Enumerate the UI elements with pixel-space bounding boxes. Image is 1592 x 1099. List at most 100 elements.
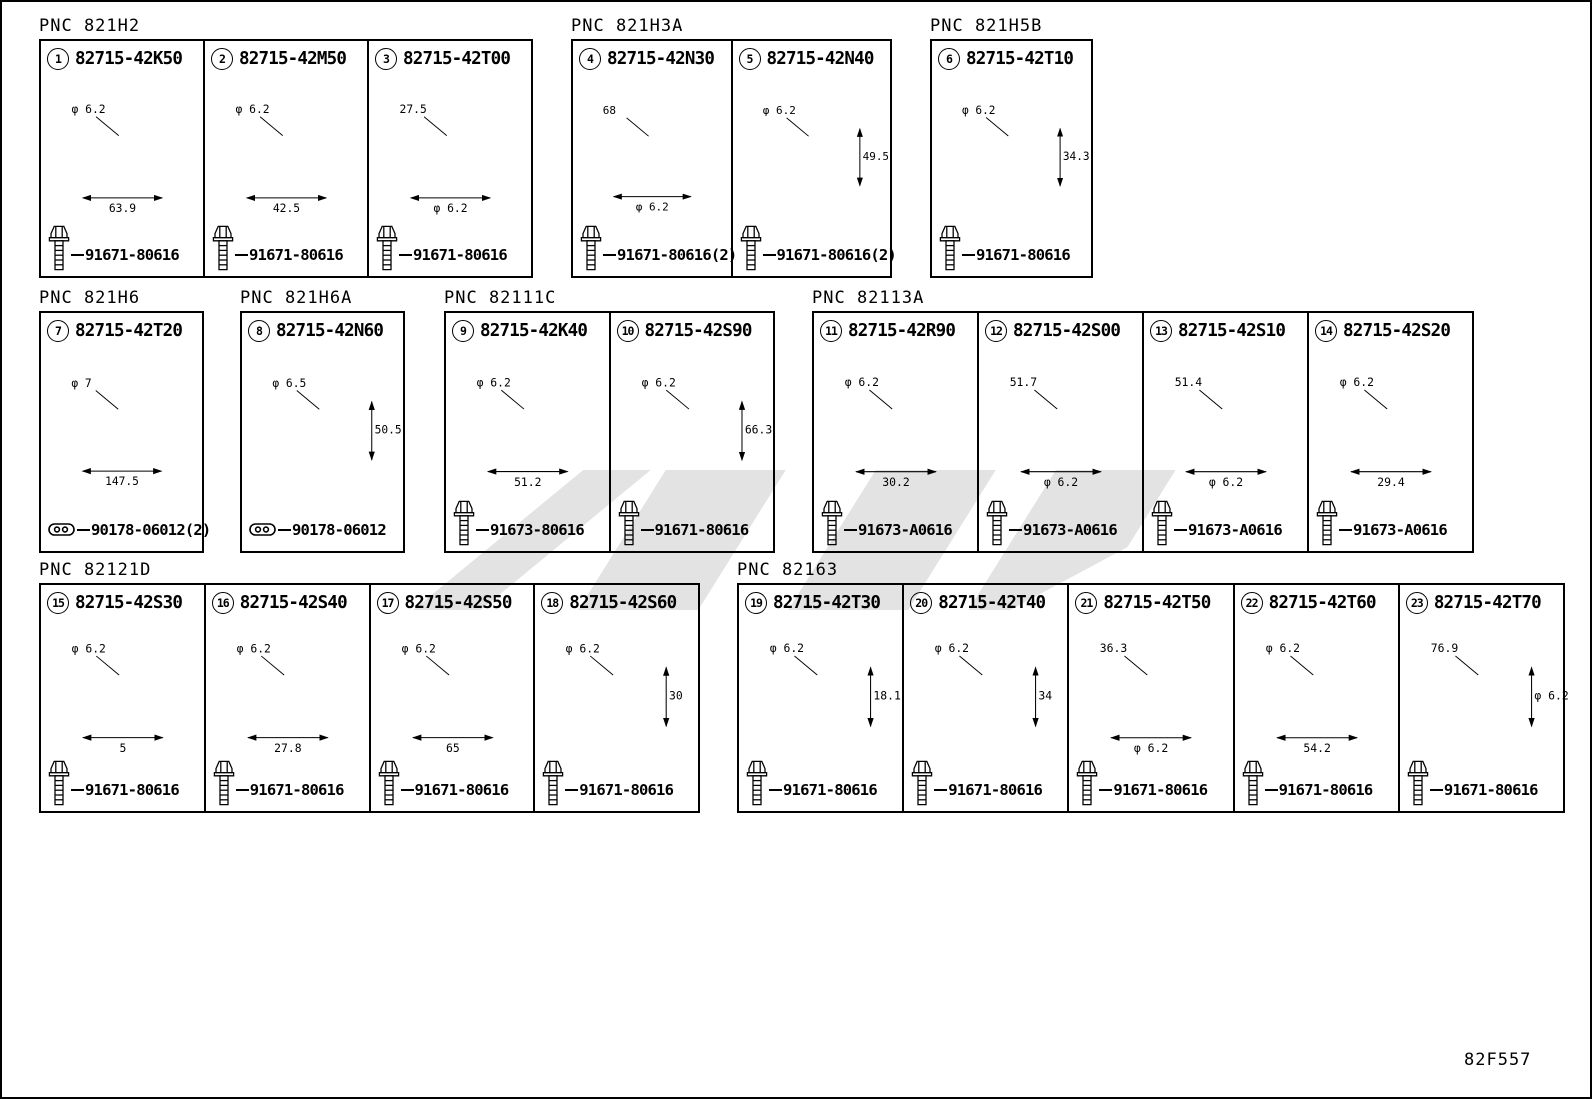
item-number-badge: 1 xyxy=(47,48,69,70)
dimension-horizontal: 30.2 xyxy=(855,468,937,489)
fastener-leader-line xyxy=(565,789,579,791)
dimension-label: 51.4 xyxy=(1175,375,1203,389)
part-panel: 6 82715-42T10 φ 6.2 34.3 91671-80616 xyxy=(932,41,1091,276)
dimension-label: 36.3 xyxy=(1100,641,1128,655)
bolt-icon xyxy=(212,225,234,271)
item-number: 8 xyxy=(256,324,263,338)
fastener-leader-line xyxy=(476,529,489,531)
dimension-label: φ 6.2 xyxy=(962,104,995,117)
item-number: 23 xyxy=(1410,596,1424,610)
item-number-badge: 11 xyxy=(820,320,842,342)
dimension-vertical: 30 xyxy=(663,666,683,728)
bracket-drawing: φ 6.2 54.2 xyxy=(1253,641,1374,755)
part-panel: 7 82715-42T20 φ 7 147.5 90178-06012(2) xyxy=(41,313,211,551)
fastener-row: 91671-80616 xyxy=(745,760,897,809)
bracket-shape xyxy=(953,644,1004,738)
dimension-label: 27.8 xyxy=(274,741,302,755)
fastener-row: 91671-80616 xyxy=(617,500,769,549)
bracket-drawing: φ 7 147.5 xyxy=(60,377,179,488)
fastener-leader-line xyxy=(399,254,412,256)
item-number-badge: 8 xyxy=(248,320,270,342)
bracket-drawing: φ 6.2 18.1 xyxy=(770,641,901,737)
part-panel: 8 82715-42N60 φ 6.5 50.5 90178-06012 xyxy=(242,313,403,551)
item-number: 20 xyxy=(915,596,928,610)
dimension-label: 50.5 xyxy=(375,424,402,437)
part-panel: 5 82715-42N40 φ 6.2 49.5 91671-80616(2) xyxy=(733,41,897,276)
fastener-row: 91671-80616 xyxy=(1075,760,1227,809)
item-number-badge: 5 xyxy=(738,48,761,70)
dimension-vertical: φ 6.2 xyxy=(1528,666,1569,728)
dimension-vertical: 49.5 xyxy=(856,127,889,187)
fastener-row: 91671-80616 xyxy=(212,760,364,809)
pnc-label: PNC 82163 xyxy=(737,560,839,580)
fastener-part-number: 91671-80616 xyxy=(1113,781,1208,799)
fastener-part-number: 90178-06012(2) xyxy=(91,521,211,539)
bolt-icon xyxy=(1407,760,1429,806)
bracket-shape xyxy=(1253,655,1374,713)
fastener-part-number: 91671-80616 xyxy=(783,781,878,799)
dimension-label: 18.1 xyxy=(873,689,901,703)
bracket-drawing: φ 6.2 5 xyxy=(62,641,164,755)
part-number: 82715-42T50 xyxy=(1103,593,1211,613)
dimension-label: φ 6.2 xyxy=(1340,375,1374,389)
bracket-shape xyxy=(54,105,163,183)
fastener-row: 91671-80616(2) xyxy=(739,225,897,274)
dimension-horizontal: 5 xyxy=(81,734,164,755)
dimension-leader-line xyxy=(794,655,818,676)
dimension-horizontal: φ 6.2 xyxy=(1185,468,1267,489)
dimension-label: 30.2 xyxy=(882,475,909,489)
bolt-icon xyxy=(740,225,761,271)
fastener-leader-line xyxy=(603,254,616,256)
bracket-drawing: 76.9 φ 6.2 xyxy=(1431,641,1569,737)
fastener-leader-line xyxy=(77,529,90,531)
dimension-horizontal: 27.8 xyxy=(246,734,329,755)
part-number: 82715-42T10 xyxy=(966,49,1074,69)
fastener-part-number: 91671-80616(2) xyxy=(617,246,737,264)
fastener-part-number: 91671-80616(2) xyxy=(776,246,897,264)
dimension-label: 42.5 xyxy=(273,201,300,215)
fastener-row: 91671-80616 xyxy=(375,225,526,274)
pnc-group-82163: PNC 82163 19 82715-42T30 φ 6.2 18.1 9167… xyxy=(737,560,1569,813)
item-number-badge: 17 xyxy=(376,592,399,614)
panel-header: 10 82715-42S90 xyxy=(616,317,769,345)
fastener-row: 90178-06012(2) xyxy=(47,511,211,549)
dimension-horizontal: φ 6.2 xyxy=(1110,734,1193,755)
dimension-label: 29.4 xyxy=(1377,475,1405,489)
fastener-part-number: 91673-80616 xyxy=(490,521,585,539)
dimension-label: φ 6.2 xyxy=(566,641,600,655)
part-panel: 20 82715-42T40 φ 6.2 34 91671-80616 xyxy=(904,585,1070,811)
fastener-leader-line xyxy=(1099,789,1113,791)
part-panel: 11 82715-42R90 φ 6.2 30.2 91673-A0616 xyxy=(814,313,979,551)
item-number: 2 xyxy=(219,52,226,66)
fastener-leader-line xyxy=(400,789,414,791)
bolt-icon xyxy=(1242,760,1263,806)
dimension-horizontal: 65 xyxy=(411,734,494,755)
fastener-part-number: 90178-06012 xyxy=(292,521,387,539)
dimension-horizontal: 147.5 xyxy=(81,468,163,488)
dimension-horizontal: 29.4 xyxy=(1350,468,1432,489)
fastener-part-number: 91673-A0616 xyxy=(1353,521,1448,539)
fastener-part-number: 91671-80616 xyxy=(414,781,510,799)
panel-header: 21 82715-42T50 xyxy=(1075,589,1227,617)
bolt-icon xyxy=(986,500,1008,546)
nut-icon xyxy=(48,523,75,536)
bracket-drawing: φ 6.2 27.8 xyxy=(236,641,329,755)
dimension-leader-line xyxy=(425,655,449,676)
fastener-leader-line xyxy=(1009,529,1022,531)
fastener-leader-line xyxy=(640,529,654,531)
part-panel: 13 82715-42S10 51.4 φ 6.2 91673-A0616 xyxy=(1144,313,1309,551)
part-number: 82715-42S60 xyxy=(569,593,677,613)
dimension-leader-line xyxy=(626,117,649,137)
item-number-badge: 15 xyxy=(47,592,69,614)
part-panel: 16 82715-42S40 φ 6.2 27.8 91671-80616 xyxy=(206,585,371,811)
panel-header: 5 82715-42N40 xyxy=(738,45,886,73)
drawing-code: 82F557 xyxy=(1464,1050,1532,1070)
fastener-leader-line xyxy=(235,254,248,256)
bracket-shape xyxy=(1343,380,1431,459)
pnc-label: PNC 821H6 xyxy=(39,288,141,308)
dimension-leader-line xyxy=(1289,655,1314,676)
fastener-leader-line xyxy=(844,529,857,531)
bracket-shape xyxy=(582,644,662,737)
dimension-label: φ 6.2 xyxy=(72,102,106,116)
